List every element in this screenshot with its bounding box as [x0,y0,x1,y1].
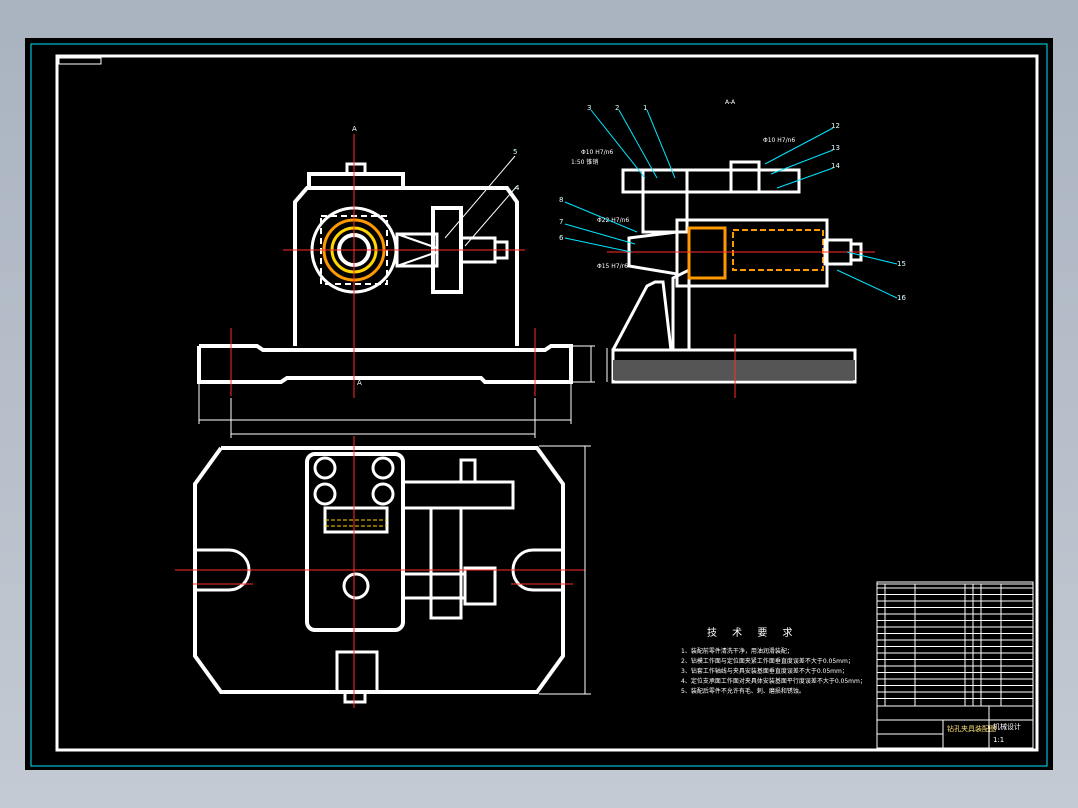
top-dimensions [539,445,591,695]
leader-16: 16 [897,294,906,302]
tech-requirement-3: 3、钻套工作轴线与夹具安装基面垂直度误差不大于0.05mm； [681,668,848,675]
leader-7: 7 [559,218,564,226]
tech-requirement-5: 5、装配后零件不允许有毛、刺、磨损和锈蚀。 [681,688,805,695]
leader-5: 5 [513,148,518,156]
taper-pin-note: 1:50 锥销 [571,159,599,166]
leader-3: 3 [587,104,592,112]
leader-15: 15 [897,260,906,268]
section-label: A-A [725,99,736,106]
corner-box [58,57,102,65]
leader-2: 2 [615,104,620,112]
tech-requirements-title: 技 术 要 求 [707,628,799,639]
company-name: 机械设计 [993,723,1021,731]
top-view-bolts [313,456,395,506]
front-view [197,162,573,384]
tech-requirement-1: 1、装配前零件清洗干净，用油润滑装配； [681,648,793,655]
section-leader-lines [564,109,898,299]
cad-viewport[interactable]: A-A A A 技 术 要 求 1、装配前零件清洗干净，用油润滑装配； 2、钻模… [25,38,1053,770]
title-block [876,581,1034,749]
front-dimensions [198,155,608,438]
top-centerlines [175,436,585,708]
section-centerlines [607,251,875,398]
top-view [193,446,565,704]
fit-note-4: Φ10 H7/n6 [581,149,614,156]
leader-12: 12 [831,122,840,130]
section-view [611,160,863,384]
inner-border [55,54,1039,752]
leader-13: 13 [831,144,840,152]
leader-6: 6 [559,234,564,242]
bom-rows [877,584,1033,706]
fit-note-2: Φ22 H7/n6 [597,217,630,224]
view-mark-top: A [352,125,357,133]
front-centerlines [230,134,536,398]
top-view-hatch [325,519,387,527]
outer-frame [30,43,1048,767]
title-block-cells [877,705,1033,748]
assembly-drawing [30,43,1048,767]
tech-requirement-2: 2、钻模工作面与定位面夹紧工作面垂直度误差不大于0.05mm； [681,658,854,665]
leader-14: 14 [831,162,840,170]
leader-8: 8 [559,196,564,204]
leader-1: 1 [643,104,648,112]
leader-4: 4 [515,184,520,192]
tech-requirement-4: 4、定位支承面工作面对夹具体安装基面平行度误差不大于0.05mm； [681,678,866,685]
fit-note-3: Φ15 H7/r6 [597,263,628,270]
fit-note-1: Φ10 H7/n6 [763,137,796,144]
drawing-name: 钻孔夹具装配图 [947,725,996,733]
view-mark-bottom: A [357,379,362,387]
scale-value: 1:1 [993,736,1005,744]
